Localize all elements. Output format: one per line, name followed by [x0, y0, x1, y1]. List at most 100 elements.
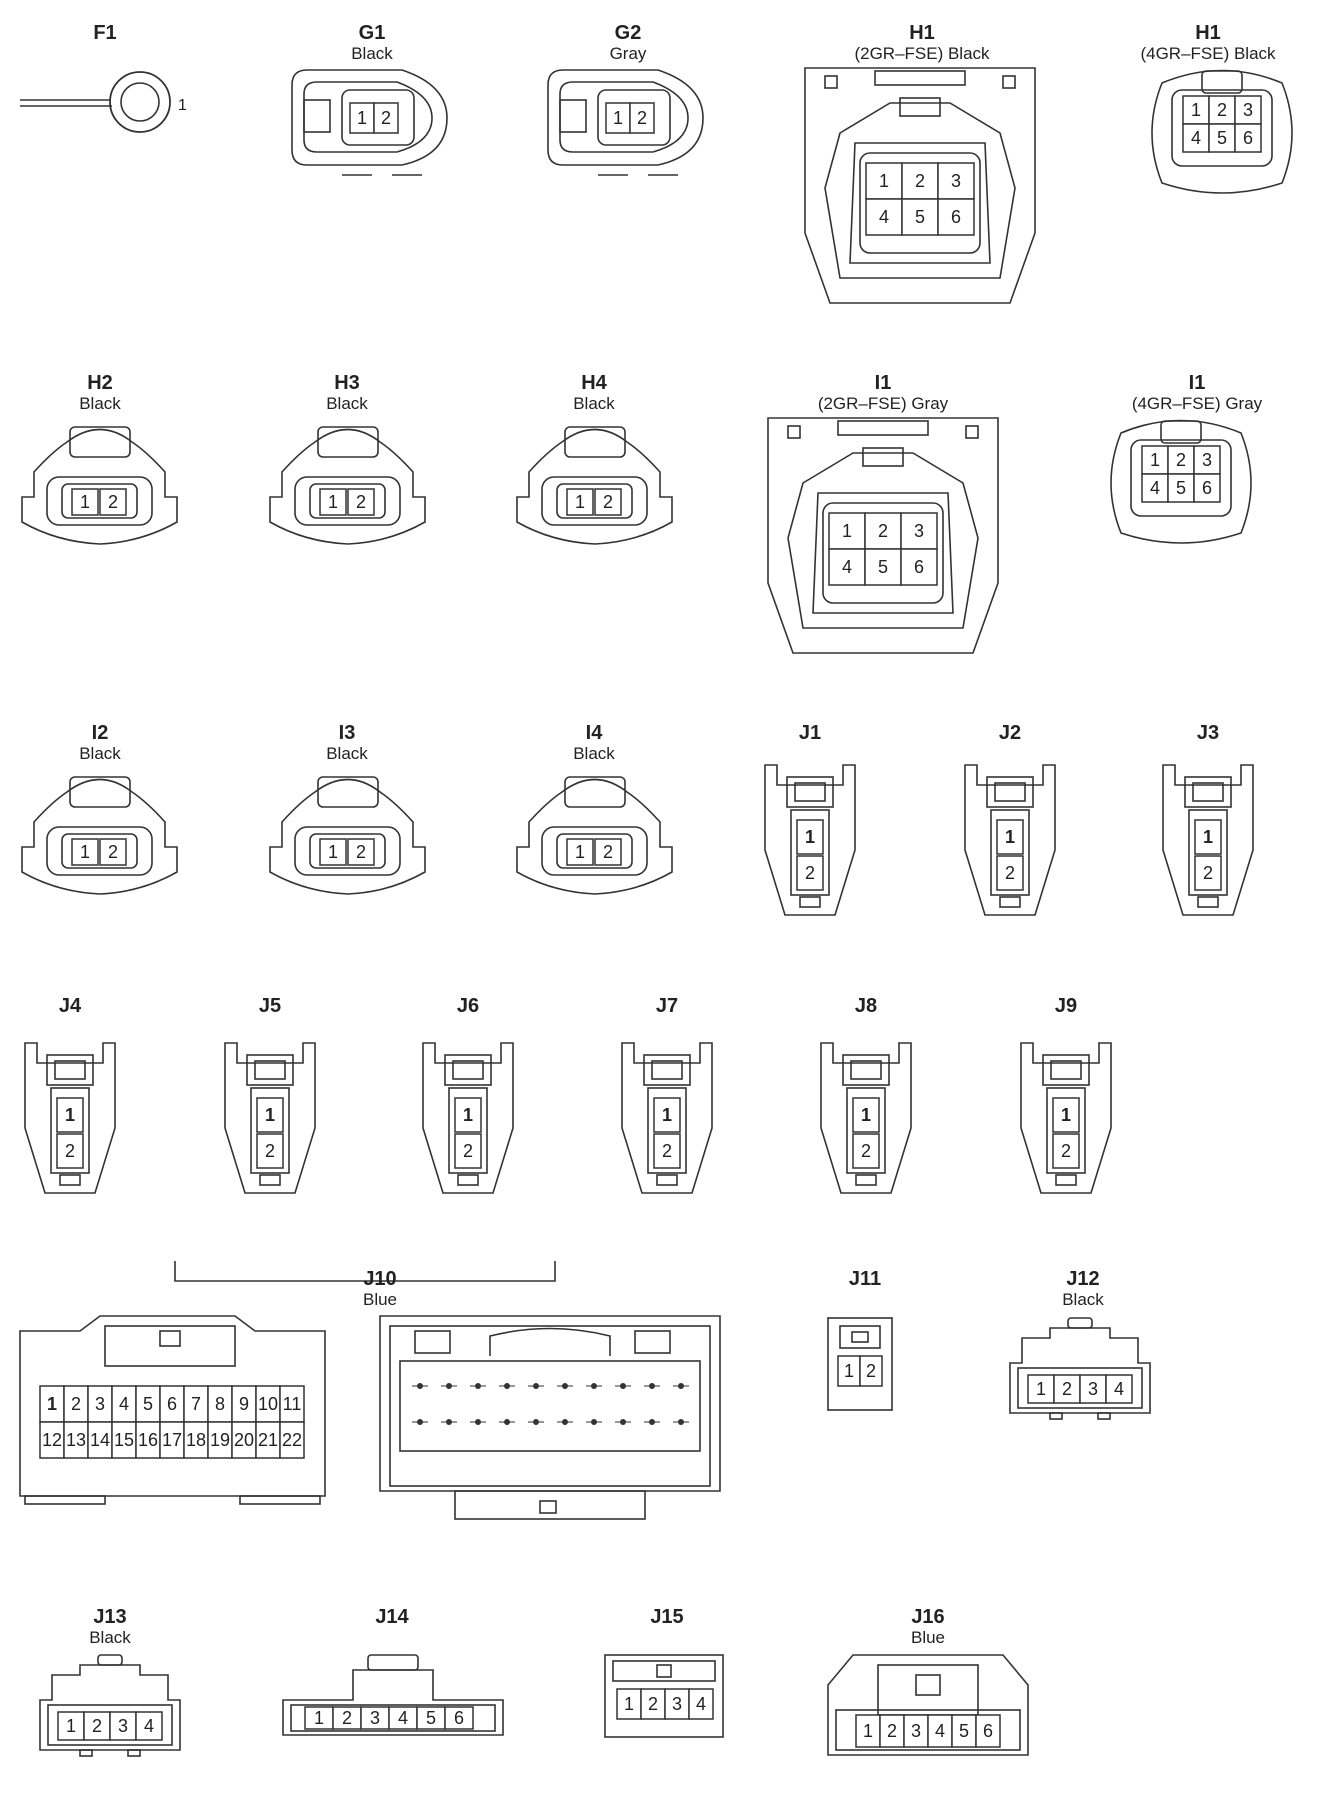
housing-outline: [1160, 420, 1202, 444]
housing-outline: [317, 776, 379, 808]
housing-outline: [294, 826, 401, 876]
housing-outline: [104, 1325, 236, 1367]
housing-outline: [1162, 764, 1254, 916]
pin-cell: [83, 1711, 111, 1741]
housing-outline: [822, 502, 944, 604]
housing-outline: [827, 1317, 893, 1411]
pin-cell: [347, 488, 375, 516]
housing-outline: [1002, 75, 1016, 89]
pin-cell: [373, 102, 399, 134]
housing-outline: [309, 833, 386, 869]
housing-outline: [850, 1060, 882, 1080]
pin-cell: [1234, 123, 1262, 153]
pin-cell: [454, 1097, 482, 1133]
housing-outline: [127, 1749, 141, 1757]
pin-number: 1: [844, 1361, 854, 1381]
pin-cell: [688, 1688, 714, 1720]
pin-number: 1: [314, 1708, 324, 1728]
pin-number: 2: [805, 863, 815, 883]
connector-id-label: J13: [93, 1606, 127, 1628]
pin-cell: [39, 1421, 65, 1459]
pin-number: 5: [959, 1721, 969, 1741]
connector-color-label: Black: [326, 394, 368, 413]
pin-number: 4: [879, 207, 889, 227]
pin-cell: [640, 1688, 666, 1720]
housing-outline: [846, 1087, 886, 1174]
connector-id-label: J8: [854, 995, 878, 1017]
housing-outline: [21, 428, 178, 545]
housing-outline: [59, 1174, 81, 1186]
pin-number: 2: [915, 171, 925, 191]
connector-j5-17: 12: [224, 1042, 316, 1194]
pin-number: 2: [92, 1716, 102, 1736]
pin-cell: [566, 488, 594, 516]
housing-outline: [269, 778, 426, 895]
pin-number: 1: [613, 108, 623, 128]
housing-outline: [764, 764, 856, 916]
connector-id-label: J5: [258, 995, 282, 1017]
pin-number: 11: [283, 1394, 302, 1414]
pin-cell: [111, 1421, 137, 1459]
connector-j1-13: 12: [764, 764, 856, 916]
pin-number: 1: [624, 1694, 634, 1714]
pin-cell: [864, 512, 902, 550]
pin-number: 5: [915, 207, 925, 227]
housing-outline: [824, 102, 1016, 279]
pin-number: 2: [866, 1361, 876, 1381]
pin-cell: [57, 1711, 85, 1741]
housing-outline: [516, 778, 673, 895]
connector-color-label: Black: [89, 1628, 131, 1647]
housing-outline: [21, 778, 178, 895]
connector-j6-18: 12: [422, 1042, 514, 1194]
pin-number: 5: [426, 1708, 436, 1728]
connector-id-label: J4: [58, 995, 82, 1017]
housing-outline: [656, 1664, 672, 1678]
pin-number: 14: [90, 1430, 110, 1450]
pin-number: 7: [191, 1394, 201, 1414]
connector-id-label: J2: [998, 722, 1022, 744]
housing-outline: [564, 426, 626, 458]
housing-outline: [46, 1054, 94, 1086]
pin-cell: [319, 488, 347, 516]
connector-j8-20: 12: [820, 1042, 912, 1194]
housing-outline: [341, 89, 415, 146]
connector-color-label: Black: [79, 394, 121, 413]
housing-outline: [799, 896, 821, 908]
housing-outline: [859, 152, 981, 254]
pin-cell: [653, 1097, 681, 1133]
pin-number: 4: [144, 1716, 154, 1736]
housing-outline: [651, 1060, 683, 1080]
housing-outline: [986, 776, 1034, 808]
housing-outline: [835, 1709, 1021, 1751]
pin-number: 8: [215, 1394, 225, 1414]
housing-outline: [239, 1495, 321, 1505]
housing-outline: [444, 1054, 492, 1086]
pin-cell: [975, 1714, 1001, 1748]
pin-number: 4: [1191, 128, 1201, 148]
housing-outline: [597, 89, 671, 146]
connector-color-label: (4GR–FSE) Black: [1140, 44, 1276, 63]
pin-cell: [1194, 819, 1222, 855]
housing-outline: [1020, 1042, 1112, 1194]
pin-number: 2: [463, 1141, 473, 1161]
housing-outline: [159, 1330, 181, 1347]
housing-outline: [54, 1060, 86, 1080]
pin-number: 2: [637, 108, 647, 128]
pin-number: 2: [1203, 863, 1213, 883]
housing-outline: [61, 833, 138, 869]
connector-color-label: Black: [79, 744, 121, 763]
pin-number: 1: [65, 1105, 75, 1125]
pin-number: 3: [95, 1394, 105, 1414]
pin-cell: [454, 1133, 482, 1169]
pin-cell: [594, 488, 622, 516]
pin-cell: [900, 548, 938, 586]
housing-outline: [399, 1360, 701, 1452]
pin-number: 1: [1061, 1105, 1071, 1125]
housing-outline: [786, 776, 834, 808]
